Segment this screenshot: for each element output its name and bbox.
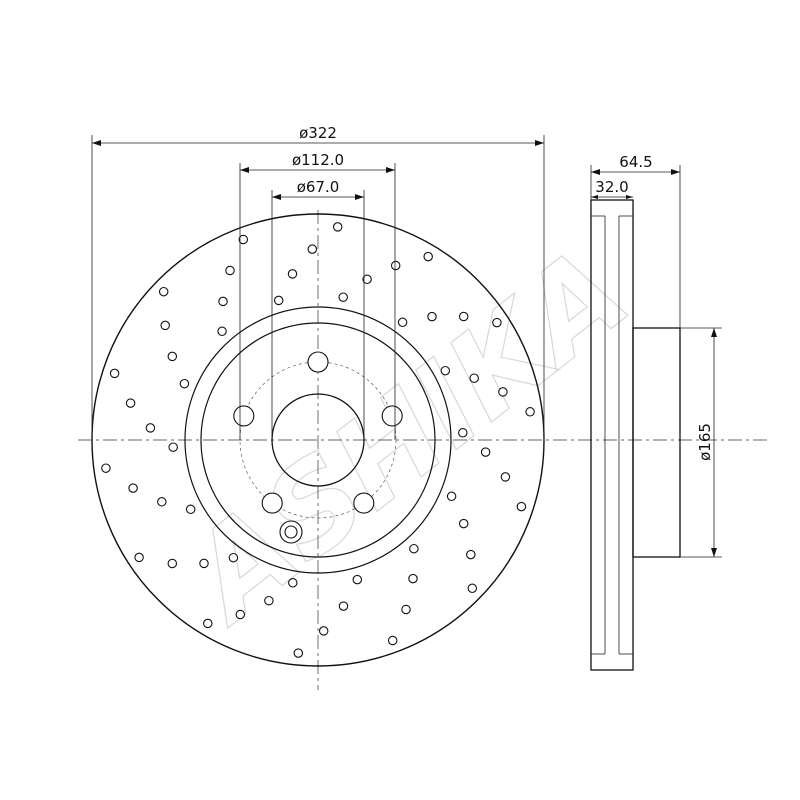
dimension-hub-diameter: ø112.0 <box>239 151 396 440</box>
set-screw-hole-outer <box>279 520 303 544</box>
drill-hole <box>467 583 478 594</box>
drill-hole <box>235 609 246 620</box>
watermark: ASHIKA <box>159 222 654 652</box>
drill-hole <box>238 234 249 245</box>
drill-hole <box>423 251 433 262</box>
drill-hole <box>203 618 213 629</box>
bolt-hole <box>353 492 375 514</box>
drill-hole <box>185 504 196 515</box>
drill-hole <box>387 635 398 646</box>
drill-hole <box>338 292 348 302</box>
drill-hole <box>401 604 411 615</box>
drill-hole <box>145 423 156 433</box>
dimension-hat-diameter: ø165 <box>680 327 722 558</box>
drill-hole <box>332 222 343 232</box>
drill-hole <box>288 578 298 588</box>
drill-hole <box>128 483 138 493</box>
drill-hole <box>458 518 469 529</box>
drill-hole <box>264 595 274 606</box>
hat-section <box>632 327 681 558</box>
drill-hole <box>362 274 372 285</box>
drill-hole <box>409 543 419 554</box>
overall-height-label: 64.5 <box>619 153 652 171</box>
hat-outer-ring <box>184 306 452 574</box>
dimension-overall-height: 64.5 <box>590 153 681 328</box>
drill-hole <box>134 552 144 563</box>
drill-hole <box>440 365 451 376</box>
drill-hole <box>408 573 418 584</box>
dimension-outer-diameter: ø322 <box>91 124 545 440</box>
drill-hole <box>492 317 502 328</box>
drill-hole <box>446 491 457 502</box>
drill-hole <box>466 549 476 560</box>
drill-hole <box>352 574 363 585</box>
drill-hole <box>101 463 111 473</box>
bolt-holes <box>233 351 403 514</box>
drill-hole <box>199 558 209 569</box>
drill-hole <box>167 351 178 362</box>
drill-hole <box>179 378 190 389</box>
bolt-hole <box>381 405 403 427</box>
drill-hole <box>338 601 349 611</box>
dimension-thickness: 32.0 <box>591 178 633 199</box>
drill-hole <box>458 311 469 322</box>
set-screw-hole-inner <box>284 525 298 539</box>
drill-hole <box>168 442 178 452</box>
drill-hole <box>390 260 401 271</box>
hat-inner-ring <box>200 322 436 558</box>
thickness-label: 32.0 <box>595 178 628 196</box>
drill-hole <box>293 648 304 658</box>
bolt-hole <box>233 405 255 427</box>
drill-hole <box>167 558 178 569</box>
drill-hole <box>307 244 318 254</box>
dimension-bore-diameter: ø67.0 <box>271 178 365 440</box>
front-view <box>78 210 770 690</box>
drill-hole <box>427 311 437 322</box>
drill-hole <box>158 286 169 297</box>
drill-hole <box>498 387 508 397</box>
drill-hole <box>287 269 298 279</box>
side-view <box>590 199 681 671</box>
drill-hole <box>125 398 136 408</box>
bore-diameter-label: ø67.0 <box>297 178 340 196</box>
drill-hole <box>397 317 408 328</box>
drill-hole <box>480 447 491 457</box>
drill-hole <box>516 501 527 512</box>
drill-hole <box>525 407 535 417</box>
bolt-hole <box>261 492 283 514</box>
drill-hole <box>225 265 235 276</box>
drill-hole <box>218 296 228 307</box>
drill-hole <box>500 472 511 482</box>
drill-hole <box>217 326 227 337</box>
watermark-text: ASHIKA <box>160 223 654 652</box>
outer-diameter-label: ø322 <box>299 124 337 142</box>
hat-diameter-label: ø165 <box>696 423 714 461</box>
bolt-hole <box>307 351 329 373</box>
drill-hole <box>160 320 170 331</box>
drill-hole <box>318 626 329 636</box>
drill-hole <box>109 368 120 379</box>
drill-hole <box>157 497 167 507</box>
drill-hole <box>469 373 479 383</box>
drill-hole <box>228 552 239 563</box>
hub-diameter-label: ø112.0 <box>292 151 344 169</box>
drill-hole <box>458 428 468 438</box>
drill-hole <box>273 295 284 306</box>
drill-holes <box>101 222 535 658</box>
